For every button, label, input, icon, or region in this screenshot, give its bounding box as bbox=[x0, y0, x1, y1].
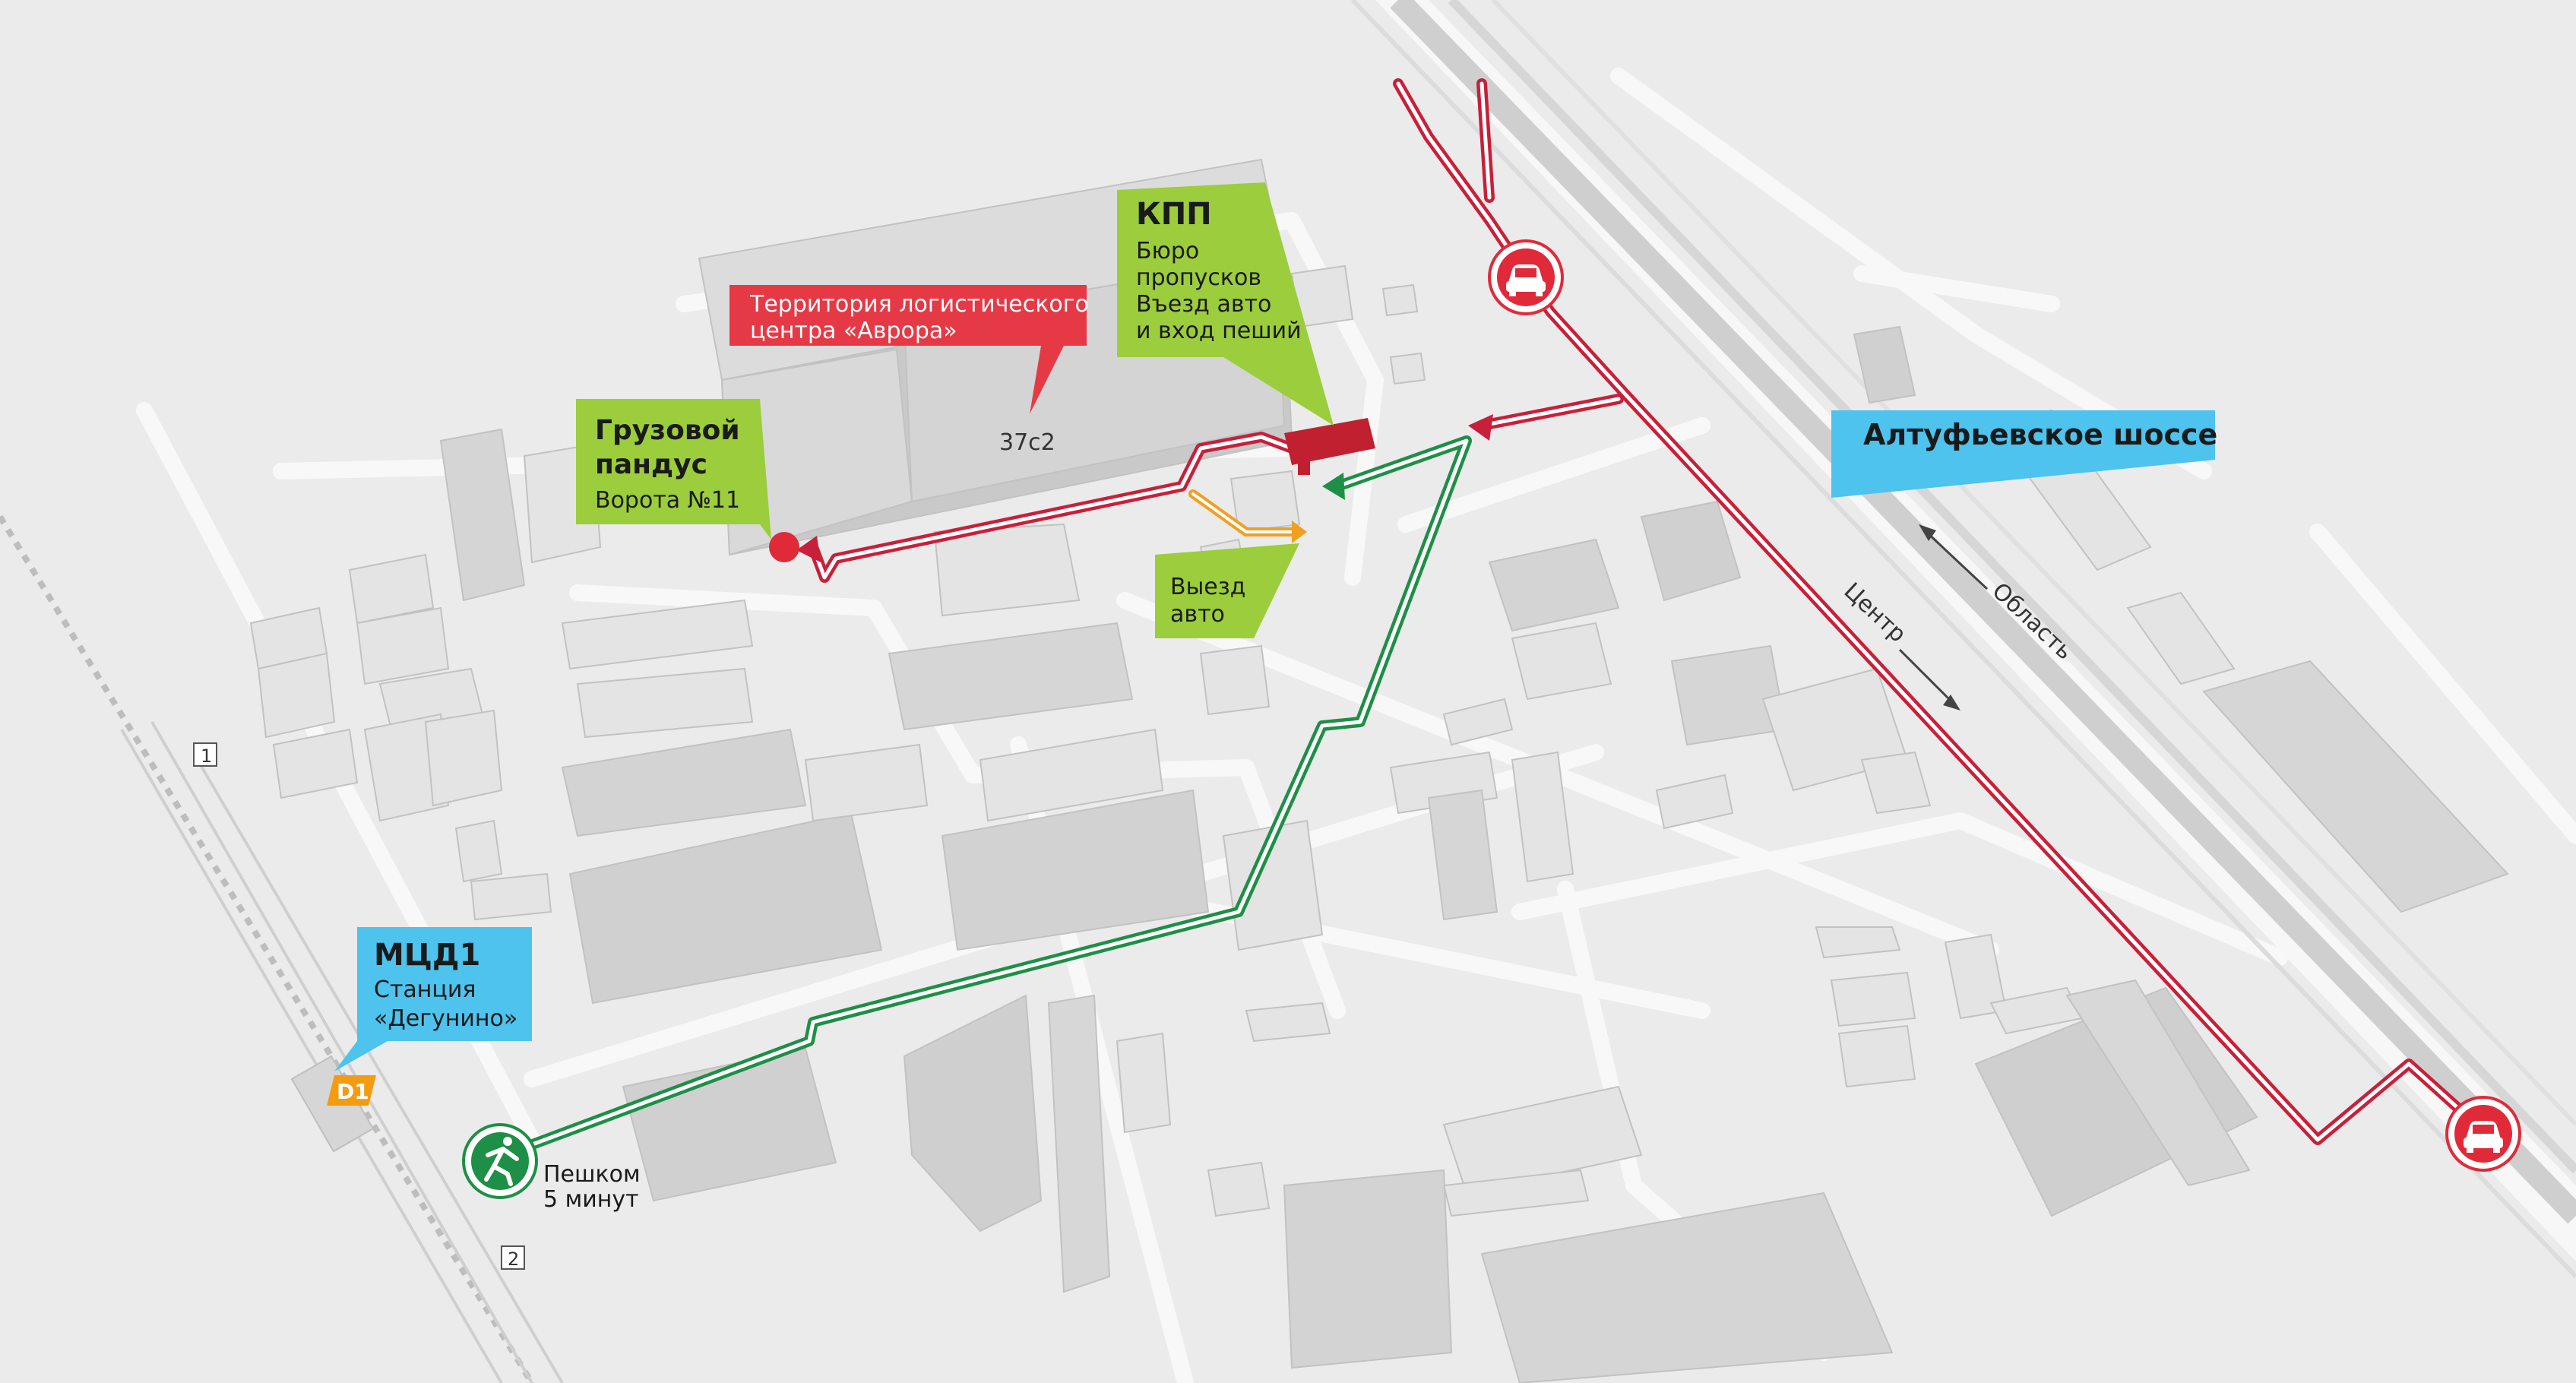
ramp-subtitle: Ворота №11 bbox=[595, 487, 740, 514]
mcd-title: МЦД1 bbox=[374, 938, 480, 973]
kpp-line-1: Бюро bbox=[1136, 238, 1199, 264]
territory-label-2: центра «Аврора» bbox=[750, 318, 957, 344]
kpp-line-2: пропусков bbox=[1136, 264, 1261, 291]
walk-line-1: Пешком bbox=[543, 1161, 641, 1188]
highway-callout: Алтуфьевское шоссе bbox=[1831, 410, 2217, 498]
kpp-title: КПП bbox=[1136, 197, 1212, 232]
pedestrian-icon bbox=[462, 1123, 538, 1199]
platform-1-label: 1 bbox=[201, 745, 212, 767]
mcd-callout: МЦД1 Станция «Дегунино» bbox=[334, 927, 532, 1071]
kpp-building bbox=[1284, 418, 1375, 465]
highway-road bbox=[1350, 0, 2576, 1279]
ramp-title-1: Грузовой bbox=[595, 415, 740, 446]
mcd-line-1: Станция bbox=[374, 976, 476, 1003]
mcd-badge: D1 bbox=[327, 1075, 376, 1106]
location-dot-icon bbox=[769, 532, 799, 562]
railway bbox=[0, 514, 564, 1383]
exit-route bbox=[1188, 489, 1307, 543]
car-route bbox=[796, 78, 2490, 1145]
exit-line-1: Выезд bbox=[1170, 574, 1245, 600]
ramp-callout: Грузовой пандус Ворота №11 bbox=[576, 399, 771, 540]
exit-line-2: авто bbox=[1170, 601, 1225, 628]
kpp-gate bbox=[1298, 460, 1310, 475]
ramp-title-2: пандус bbox=[595, 449, 707, 480]
territory-callout: Территория логистического центра «Аврора… bbox=[729, 285, 1089, 414]
mcd-badge-label: D1 bbox=[337, 1079, 369, 1104]
building-number-label: 37с2 bbox=[999, 429, 1055, 456]
car-icon bbox=[2445, 1096, 2521, 1172]
pedestrian-route bbox=[519, 435, 1472, 1153]
mcd-line-2: «Дегунино» bbox=[374, 1005, 517, 1032]
highway-label: Алтуфьевское шоссе bbox=[1863, 418, 2217, 451]
platform-1: 1 bbox=[193, 742, 217, 767]
buildings bbox=[249, 158, 2509, 1383]
territory-label-1: Территория логистического bbox=[749, 291, 1089, 318]
platform-2: 2 bbox=[501, 1245, 525, 1270]
walk-line-2: 5 минут bbox=[543, 1186, 639, 1213]
exit-callout: Выезд авто bbox=[1155, 543, 1299, 638]
kpp-line-3: Въезд авто bbox=[1136, 291, 1271, 318]
kpp-line-4: и вход пеший bbox=[1136, 318, 1302, 344]
kpp-callout: КПП Бюро пропусков Въезд авто и вход пеш… bbox=[1117, 182, 1334, 426]
platform-2-label: 2 bbox=[508, 1248, 519, 1270]
car-icon bbox=[1488, 239, 1564, 315]
